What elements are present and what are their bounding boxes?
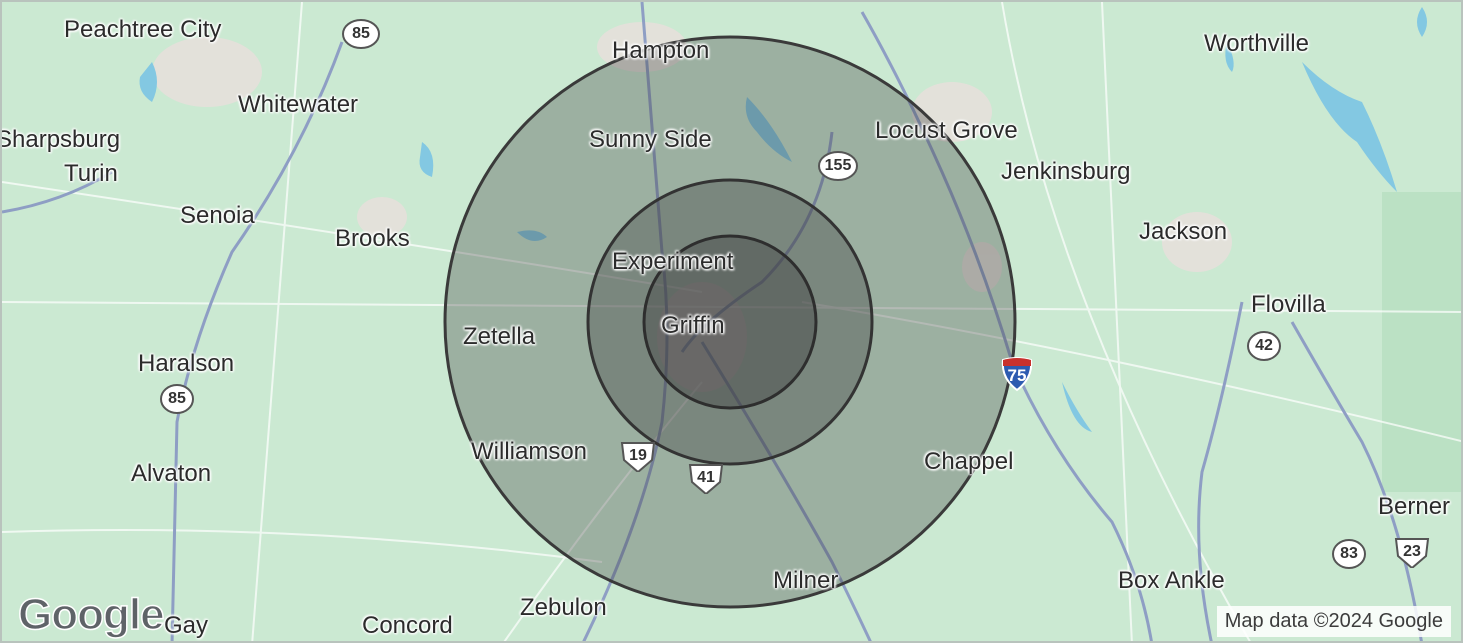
highways [2,2,1423,641]
route-shield-83: 83 [1329,538,1369,570]
urban-areas [152,22,1232,392]
place-williamson: Williamson [471,438,588,465]
place-peachtree-city: Peachtree City [64,16,222,43]
place-chappel: Chappel [924,448,1014,475]
place-milner: Milner [773,567,839,594]
google-logo[interactable]: Google [17,589,165,640]
route-shield-85-south: 85 [157,383,197,415]
route-shield-i75: 75 [999,356,1035,392]
radius-ring-inner [642,234,818,410]
route-shield-155: 155 [818,150,858,182]
route-shield-us41: 41 [686,462,726,496]
place-alvaton: Alvaton [131,460,212,487]
place-sunny-side: Sunny Side [589,126,712,153]
route-shield-us23: 23 [1392,536,1432,570]
place-jenkinsburg: Jenkinsburg [1001,158,1131,185]
place-gay: Gay [164,612,209,639]
place-locust-grove: Locust Grove [875,117,1018,144]
place-experiment: Experiment [612,248,734,275]
place-whitewater: Whitewater [238,91,359,118]
radius-ring-outer [443,35,1017,609]
radius-rings [443,35,1017,609]
route-shield-us19: 19 [618,440,658,474]
place-griffin: Griffin [661,312,725,339]
place-zetella: Zetella [463,323,536,350]
place-jackson: Jackson [1139,218,1228,245]
place-hampton: Hampton [612,37,710,64]
water-bodies [139,7,1427,432]
place-zebulon: Zebulon [520,594,607,621]
route-shield-85-north: 85 [341,18,381,50]
place-concord: Concord [362,612,453,639]
place-haralson: Haralson [138,350,235,377]
place-flovilla: Flovilla [1251,291,1326,318]
place-brooks: Brooks [335,225,410,252]
map-attribution[interactable]: Map data ©2024 Google [1216,606,1451,637]
route-shield-42: 42 [1244,330,1284,362]
place-berner: Berner [1378,493,1451,520]
radius-ring-middle [586,178,874,466]
place-turin: Turin [64,160,118,187]
place-worthville: Worthville [1204,30,1309,57]
place-box-ankle: Box Ankle [1118,567,1225,594]
place-senoia: Senoia [180,202,255,229]
place-sharpsburg: Sharpsburg [0,126,121,153]
